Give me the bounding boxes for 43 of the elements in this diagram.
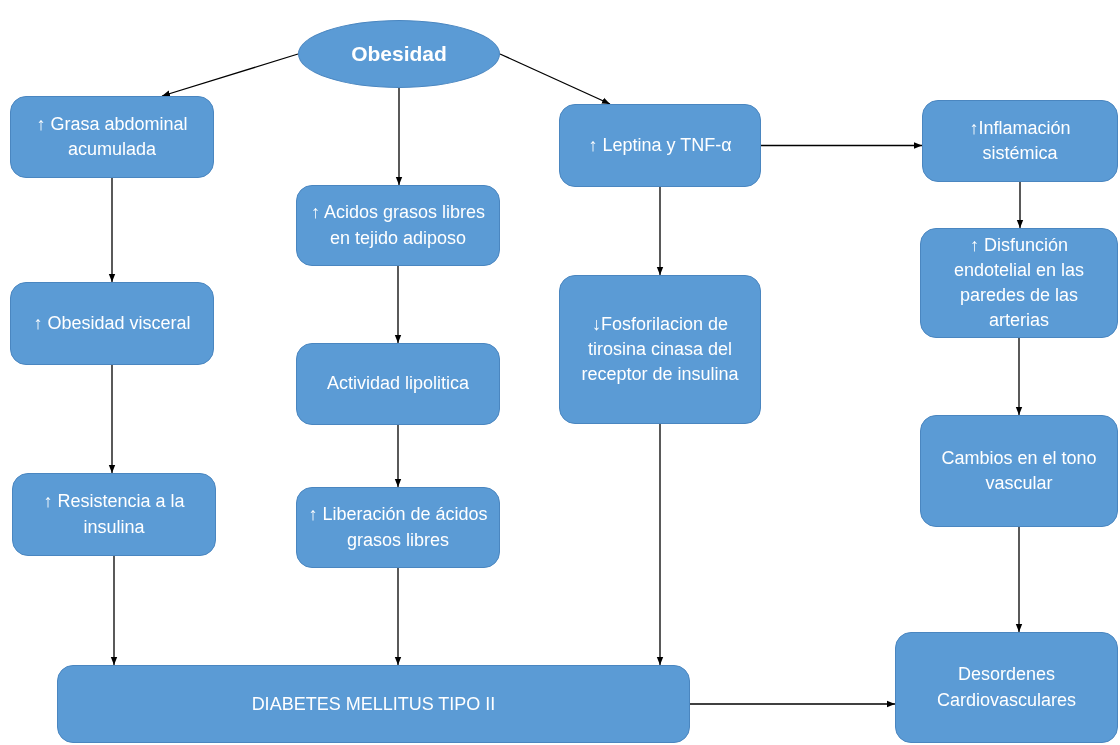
arrow xyxy=(1016,181,1024,229)
node-label: ↓Fosforilacion de tirosina cinasa del receptor de insulina xyxy=(580,312,740,387)
arrow xyxy=(161,53,299,97)
process-box xyxy=(559,275,761,424)
node-label: ↑ Resistencia a la insulina xyxy=(42,490,186,539)
node-label: Desordenes Cardiovasculares xyxy=(935,663,1078,712)
process-box xyxy=(296,343,500,425)
process-box xyxy=(296,185,500,266)
process-box xyxy=(920,415,1118,527)
arrow xyxy=(108,364,116,474)
node-label: ↑ Acidos grasos libres en tejido adiposo xyxy=(309,201,487,250)
node-label: ↑Inflamación sistémica xyxy=(968,116,1072,165)
arrow xyxy=(656,186,664,276)
process-box xyxy=(920,228,1118,338)
arrow xyxy=(760,142,923,149)
process-box xyxy=(12,473,216,556)
arrow xyxy=(656,423,664,666)
arrow xyxy=(499,53,611,105)
process-box xyxy=(296,487,500,568)
arrow xyxy=(395,87,403,186)
arrow xyxy=(110,555,118,666)
process-box xyxy=(10,282,214,365)
node-label: ↑ Obesidad visceral xyxy=(33,311,191,335)
node-label: ↑ Liberación de ácidos grasos libres xyxy=(307,503,489,552)
node-label: Obesidad xyxy=(351,40,447,67)
node-label: ↑ Grasa abdominal acumulada xyxy=(35,112,189,161)
node-label: Actividad lipolitica xyxy=(326,372,470,396)
arrow xyxy=(394,424,402,488)
process-box xyxy=(57,665,690,743)
process-box xyxy=(895,632,1118,743)
arrow xyxy=(1015,526,1023,633)
node-label: DIABETES MELLITUS TIPO II xyxy=(251,692,496,716)
node-label: Cambios en el tono vascular xyxy=(940,446,1098,495)
process-box xyxy=(922,100,1118,182)
arrow xyxy=(1015,337,1023,416)
node-label: ↑ Disfunción endotelial en las paredes de las arterias xyxy=(952,233,1086,333)
node-label: ↑ Leptina y TNF-α xyxy=(588,133,732,157)
arrow xyxy=(108,177,116,283)
process-box xyxy=(559,104,761,187)
arrow xyxy=(394,567,402,666)
arrow xyxy=(689,700,896,708)
process-box xyxy=(10,96,214,178)
arrow xyxy=(394,265,402,344)
